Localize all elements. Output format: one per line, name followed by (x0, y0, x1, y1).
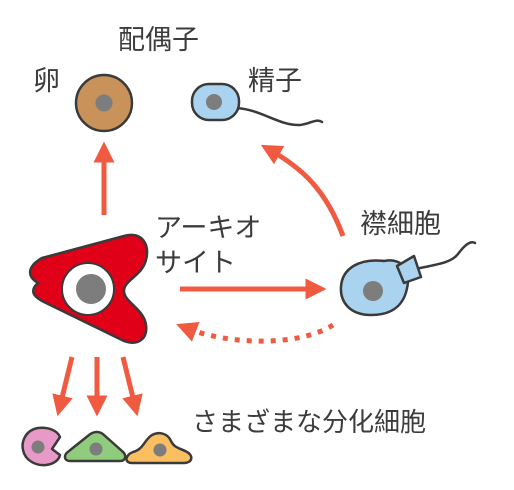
arrow-choanocyte-to-sperm (260, 144, 346, 237)
gamete-label: 配偶子 (118, 25, 199, 56)
sperm-icon (190, 82, 324, 127)
egg-label: 卵 (33, 66, 60, 97)
egg-icon (74, 73, 134, 133)
sperm-label: 精子 (248, 66, 302, 97)
archaeocyte-label-line2: サイト (155, 248, 236, 279)
differentiated-cells-label: さまざまな分化細胞 (192, 408, 426, 438)
orange-cell-icon (125, 432, 193, 465)
arrow-choanocyte-to-archaeocyte-dotted (176, 322, 335, 344)
green-cell-icon (63, 430, 127, 463)
arrow-archaeocyte-to-pink-cell (52, 356, 75, 417)
pink-cell-icon (21, 426, 62, 467)
choanocyte-icon (339, 241, 477, 317)
archaeocyte-icon (29, 233, 149, 344)
archaeocyte-label-line1: アーキオ (155, 213, 261, 244)
arrow-archaeocyte-to-orange-cell (120, 356, 143, 417)
choanocyte-label: 襟細胞 (360, 209, 441, 240)
